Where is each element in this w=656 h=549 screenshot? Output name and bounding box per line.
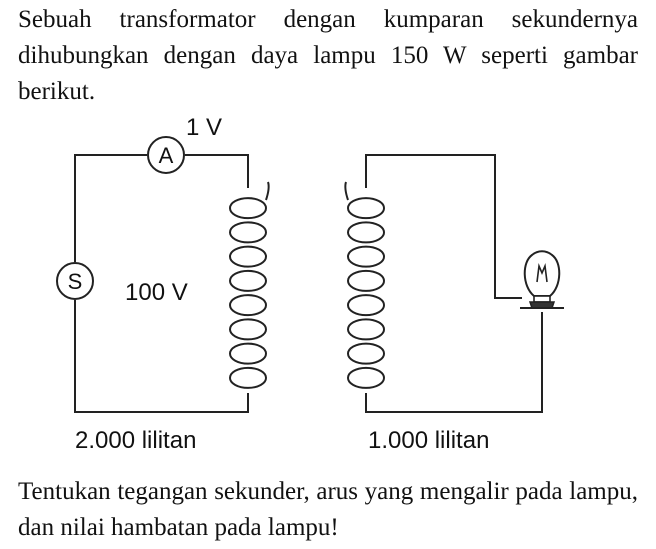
source-symbol: S — [68, 269, 83, 294]
coil-turn — [229, 269, 267, 292]
coil-turn — [229, 318, 267, 341]
coil-turn — [347, 245, 385, 268]
light-bulb-icon — [520, 250, 564, 309]
primary-wire-bottom — [74, 300, 249, 413]
ammeter-reading: 1 V — [186, 114, 222, 141]
coil-turn — [229, 245, 267, 268]
primary-wire-top-left — [74, 154, 147, 262]
coil-turn — [229, 342, 267, 365]
primary-circuit: A 1 V S 100 V — [56, 114, 270, 413]
ammeter-symbol: A — [159, 143, 174, 168]
coil-turn — [229, 294, 267, 317]
primary-wire-top-right — [185, 154, 249, 188]
coil-turn — [347, 366, 385, 389]
coil-turn — [347, 221, 385, 244]
coil-turn — [229, 366, 267, 389]
coil-turn — [347, 269, 385, 292]
coil-turn — [347, 318, 385, 341]
problem-question: Tentukan tegangan sekunder, arus yang me… — [18, 474, 638, 546]
coil-turn — [347, 294, 385, 317]
secondary-circuit — [344, 154, 564, 413]
coil-turn — [347, 342, 385, 365]
secondary-turns-label: 1.000 lilitan — [368, 427, 489, 454]
coil-turn — [347, 197, 385, 220]
primary-turns-label: 2.000 lilitan — [75, 427, 196, 454]
source-voltage: 100 V — [125, 279, 188, 306]
question-text: Tentukan tegangan sekunder, arus yang me… — [18, 478, 638, 541]
secondary-coil-icon — [344, 181, 385, 389]
ammeter-icon: A — [147, 136, 185, 174]
primary-coil-icon — [229, 181, 270, 389]
secondary-wire-bottom — [365, 312, 543, 413]
secondary-wire-top — [365, 154, 522, 299]
coil-turn — [229, 221, 267, 244]
coil-turn — [229, 197, 267, 220]
problem-intro: Sebuah transformator dengan kumparan sek… — [18, 6, 638, 105]
voltage-source-icon: S — [56, 262, 94, 300]
